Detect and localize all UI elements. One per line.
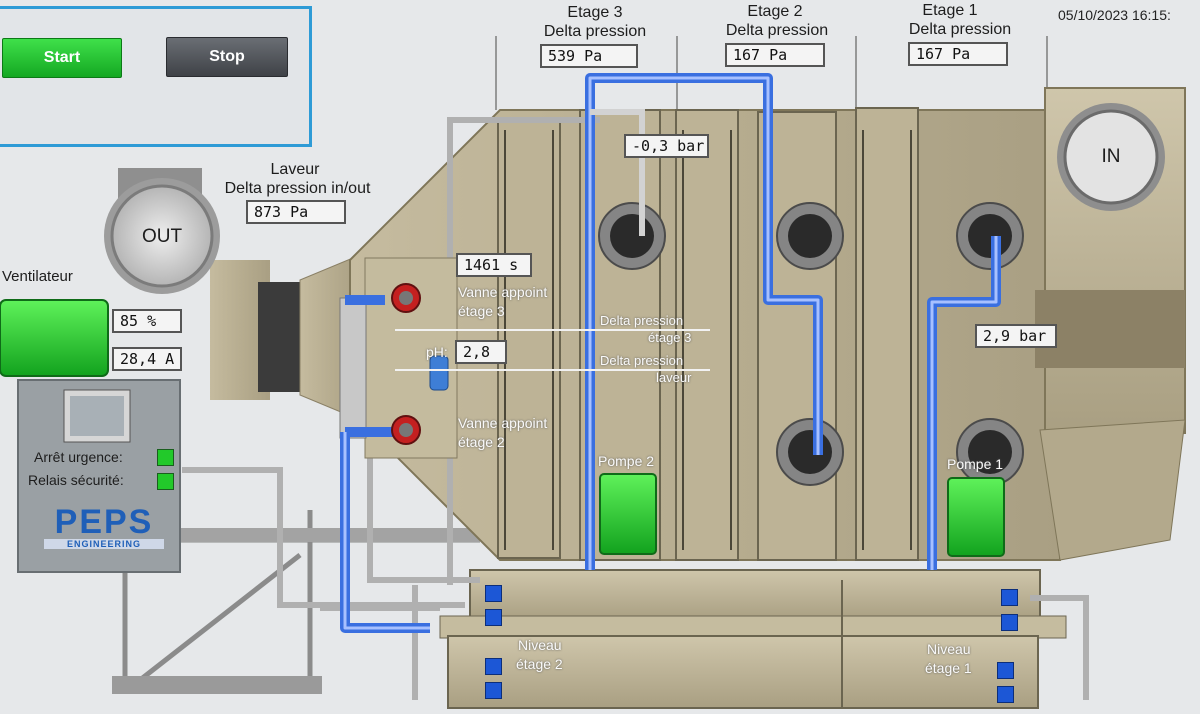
level-switch-indicator [997,662,1014,679]
dp-laveur-label-1: Delta pression [600,353,684,368]
level-switch-indicator [485,609,502,626]
ventilateur-label: Ventilateur [2,268,73,285]
valve-stage2-label-2: étage 2 [458,434,505,450]
level-switch-indicator [997,686,1014,703]
stage2-title: Etage 2 [747,3,803,20]
laveur-title: Laveur [270,161,320,178]
level1-label-2: étage 1 [925,660,972,676]
level-switch-indicator [485,585,502,602]
start-button[interactable]: Start [2,38,122,78]
logo-main-text: PEPS [54,503,154,541]
stage3-title: Etage 3 [567,4,623,21]
stage1-title: Etage 1 [922,2,978,19]
stop-button[interactable]: Stop [166,37,288,77]
motor-icons [0,299,1005,557]
stage1-delta-pressure-value: 167 Pa [908,42,1008,66]
process-piping [182,117,1089,700]
pressure-top-value: -0,3 bar [624,134,709,158]
pump2-label: Pompe 2 [598,453,655,469]
valve-stage3-label-2: étage 3 [458,303,505,319]
dp-laveur-label-2: laveur [656,370,692,385]
laveur-subtitle: Delta pression in/out [224,180,371,197]
pressure-right-value: 2,9 bar [975,324,1057,348]
fan-speed-value: 85 % [112,309,182,333]
ph-label: pH: [426,344,448,360]
logo-sub-text: ENGINEERING [44,539,164,549]
level2-label-2: étage 2 [516,656,563,672]
dp3-label-2: étage 3 [648,330,692,345]
level2-label-1: Niveau [518,637,562,653]
stage2-delta-pressure-value: 167 Pa [725,43,825,67]
level-switch-indicator [485,682,502,699]
laveur-delta-pressure-value: 873 Pa [246,200,346,224]
stage-compartments [497,107,919,561]
ph-value: 2,8 [455,340,507,364]
level-switch-indicator [1001,614,1018,631]
level1-label-1: Niveau [927,641,971,657]
stage1-subtitle: Delta pression [908,21,1012,38]
in-label: IN [1101,146,1121,167]
arret-urgence-indicator [157,449,174,466]
timestamp: 05/10/2023 16:15: [1058,7,1171,23]
dp3-label-1: Delta pression [600,313,684,328]
stage3-delta-pressure-value: 539 Pa [540,44,638,68]
bottom-tank [439,569,1067,709]
level-switch-indicator [1001,589,1018,606]
valve-icons [391,283,421,445]
stage-dividers [495,36,1048,110]
valve-stage2-label-1: Vanne appoint [458,415,548,431]
fan-current-value: 28,4 A [112,347,182,371]
pump1-label: Pompe 1 [947,456,1004,472]
level-switch-indicator [485,658,502,675]
stage2-subtitle: Delta pression [725,22,829,39]
level-sensor-rail [339,297,367,439]
relais-securite-indicator [157,473,174,490]
out-label: OUT [141,226,183,247]
ph-probe-icon [429,355,449,391]
arret-urgence-label: Arrêt urgence: [34,449,123,465]
stage3-subtitle: Delta pression [543,23,647,40]
relais-securite-label: Relais sécurité: [28,472,124,488]
timer-value: 1461 s [456,253,532,277]
valve-stage3-label-1: Vanne appoint [458,284,548,300]
control-panel: Start Stop [0,6,312,147]
peps-logo: PEPS ENGINEERING [44,505,164,549]
